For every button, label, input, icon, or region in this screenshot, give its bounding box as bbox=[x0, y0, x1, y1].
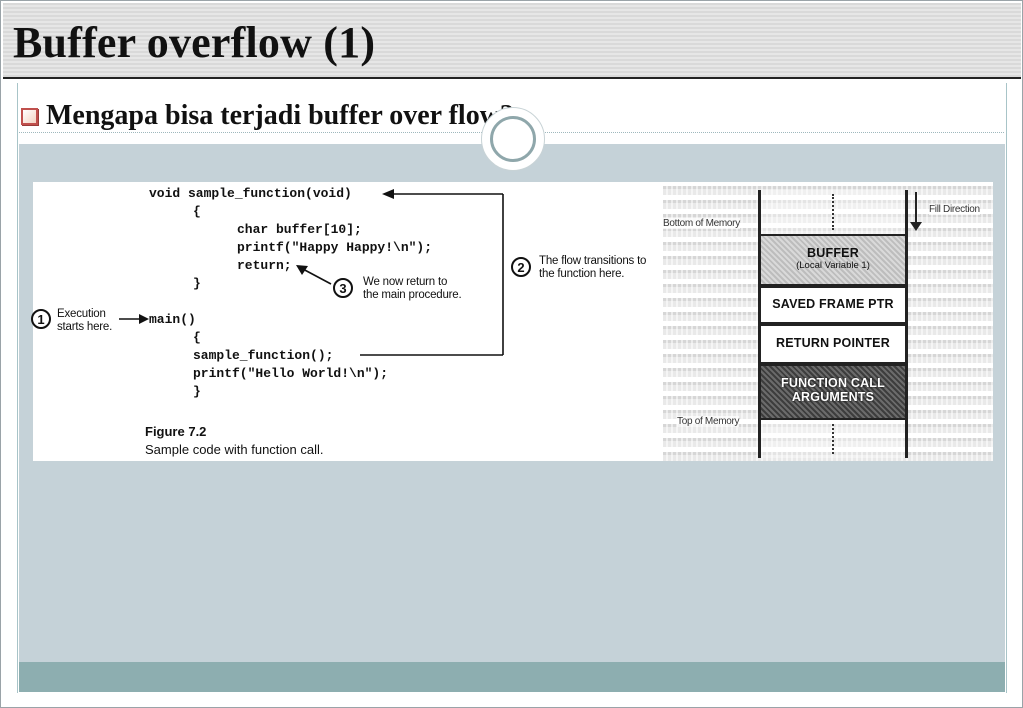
code-line: void sample_function(void) bbox=[149, 186, 352, 201]
note-2-line-b: the function here. bbox=[539, 268, 625, 280]
return-pointer-cell: RETURN POINTER bbox=[761, 324, 905, 364]
return-pointer-label: RETURN POINTER bbox=[776, 336, 890, 350]
step-2-marker: 2 bbox=[511, 257, 531, 277]
code-line: { bbox=[193, 204, 201, 219]
footer-band bbox=[19, 662, 1005, 692]
arguments-label: ARGUMENTS bbox=[791, 390, 875, 404]
fill-direction-arrow-icon bbox=[910, 222, 922, 231]
ornament-ring-icon bbox=[490, 116, 536, 162]
buffer-cell-label: BUFFER bbox=[807, 246, 859, 260]
return-arrow-line bbox=[300, 267, 332, 285]
buffer-cell-sublabel: (Local Variable 1) bbox=[796, 260, 870, 271]
memory-stack: BUFFER (Local Variable 1) SAVED FRAME PT… bbox=[758, 190, 908, 458]
code-line: return; bbox=[237, 258, 292, 273]
bottom-of-memory-label: Bottom of Memory bbox=[663, 218, 740, 229]
code-line: main() bbox=[149, 312, 196, 327]
note-3-line-b: the main procedure. bbox=[363, 289, 462, 301]
code-line: sample_function(); bbox=[193, 348, 334, 363]
code-line: } bbox=[193, 276, 201, 291]
title-bar: Buffer overflow (1) bbox=[3, 3, 1021, 79]
square-bullet-icon bbox=[21, 107, 38, 125]
code-line: printf("Hello World!\n"); bbox=[193, 366, 389, 381]
fill-direction-label: Fill Direction bbox=[929, 204, 980, 215]
top-of-memory-label: Top of Memory bbox=[677, 416, 740, 427]
ornament-circle-icon bbox=[481, 107, 545, 171]
code-line: } bbox=[193, 384, 201, 399]
buffer-cell: BUFFER (Local Variable 1) bbox=[761, 234, 905, 286]
stack-figure: Bottom of Memory Top of Memory Fill Dire… bbox=[663, 182, 993, 461]
right-border-line bbox=[1006, 83, 1007, 693]
bullet-item: Mengapa bisa terjadi buffer over flow? bbox=[21, 99, 514, 133]
stack-dots-bottom bbox=[832, 424, 834, 454]
code-line: char buffer[10]; bbox=[237, 222, 362, 237]
function-call-arguments-cell: FUNCTION CALL ARGUMENTS bbox=[761, 364, 905, 420]
start-arrow-head bbox=[139, 314, 149, 324]
saved-frame-ptr-cell: SAVED FRAME PTR bbox=[761, 286, 905, 324]
saved-frame-ptr-label: SAVED FRAME PTR bbox=[772, 297, 894, 311]
note-3-line-a: We now return to bbox=[363, 276, 448, 288]
figure-caption-text: Sample code with function call. bbox=[145, 442, 324, 457]
step-3-marker: 3 bbox=[333, 278, 353, 298]
figure-caption-title: Figure 7.2 bbox=[145, 424, 207, 439]
note-1-line-b: starts here. bbox=[57, 321, 113, 333]
code-line: printf("Happy Happy!\n"); bbox=[237, 240, 433, 255]
note-2-line-a: The flow transitions to bbox=[539, 255, 647, 267]
fill-direction-arrow-line bbox=[915, 192, 917, 226]
note-1-line-a: Execution bbox=[57, 308, 106, 320]
step-1-marker: 1 bbox=[31, 309, 51, 329]
bullet-text: Mengapa bisa terjadi buffer over flow? bbox=[46, 100, 514, 131]
stack-dots-top bbox=[832, 194, 834, 230]
function-call-label: FUNCTION CALL bbox=[781, 376, 885, 390]
call-arrow-head bbox=[382, 189, 394, 199]
left-border-line bbox=[17, 83, 18, 693]
flow-arrows bbox=[119, 189, 504, 356]
slide-title: Buffer overflow (1) bbox=[13, 18, 376, 67]
code-line: { bbox=[193, 330, 201, 345]
code-figure: void sample_function(void) { char buffer… bbox=[31, 182, 663, 461]
return-arrow-head bbox=[296, 265, 308, 275]
